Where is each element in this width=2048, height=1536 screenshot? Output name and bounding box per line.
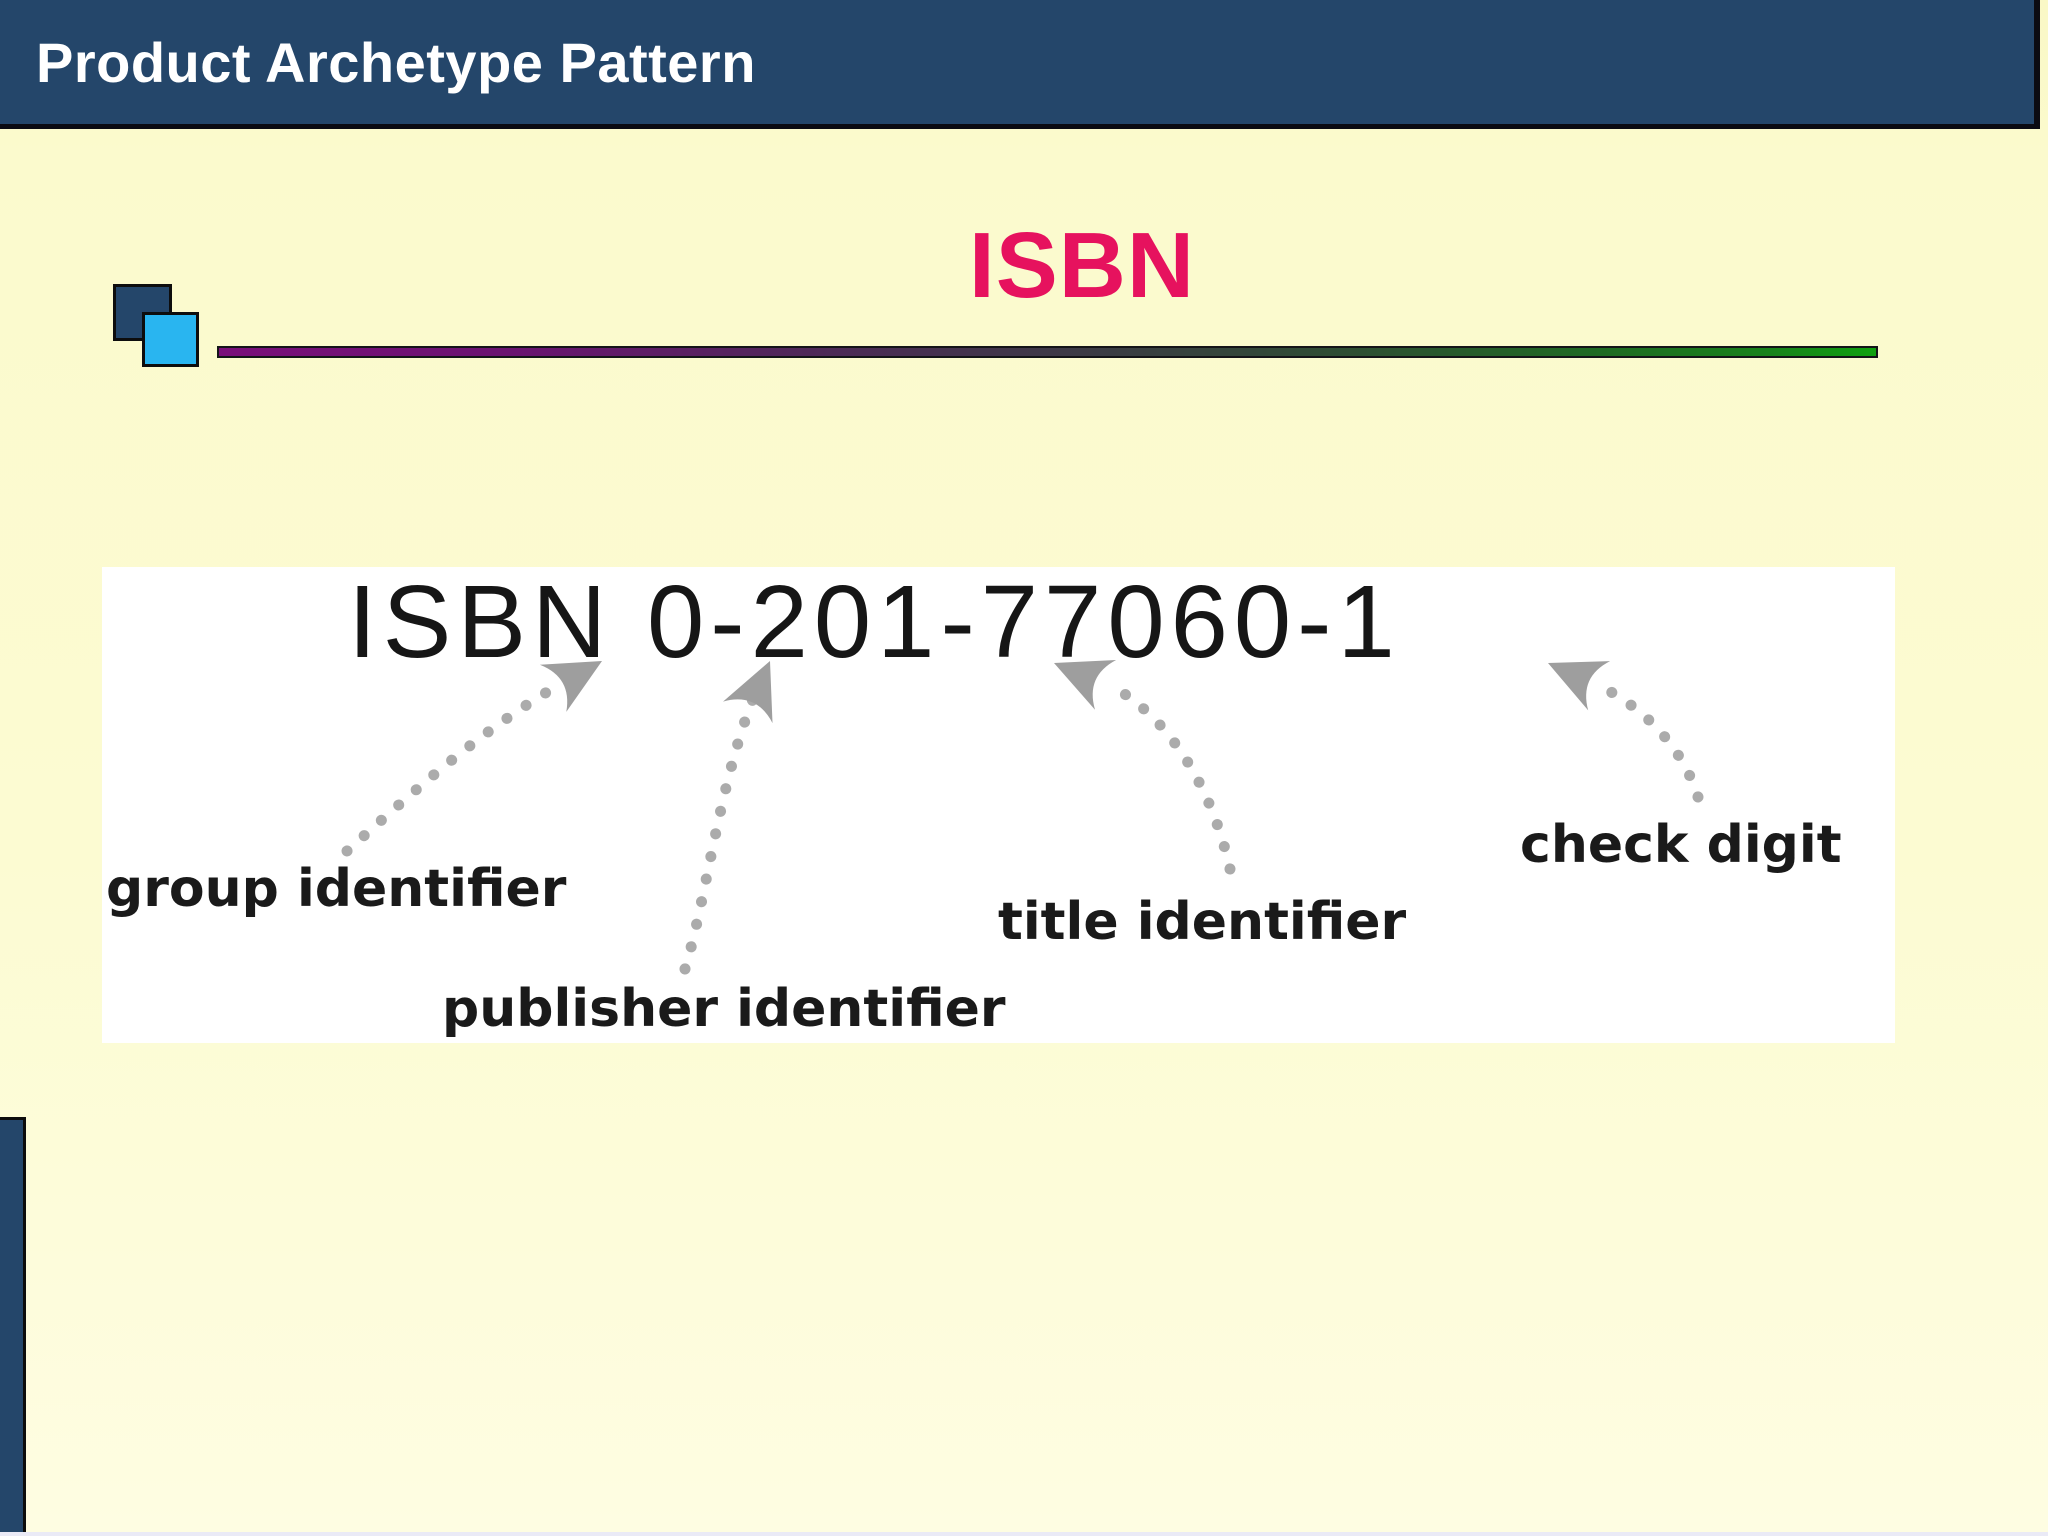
- slide-title: ISBN: [968, 213, 1196, 317]
- decor-square-cyan-icon: [142, 312, 199, 367]
- left-accent-bar: [0, 1117, 26, 1536]
- label-check-digit: check digit: [1520, 815, 1842, 875]
- title-divider-rule: [217, 346, 1878, 358]
- slide-header-bar: Product Archetype Pattern: [0, 0, 2040, 129]
- dotted-arrows-icon: [341, 660, 1704, 975]
- header-title: Product Archetype Pattern: [36, 30, 756, 94]
- label-title-identifier: title identifier: [998, 892, 1407, 952]
- label-group-identifier: group identifier: [106, 859, 567, 919]
- bottom-edge-strip: [0, 1532, 2048, 1536]
- isbn-diagram-image: ISBN 0-201-77060-1 group identifier publ…: [102, 564, 1895, 1043]
- isbn-number-text: ISBN 0-201-77060-1: [348, 564, 1401, 679]
- label-publisher-identifier: publisher identifier: [442, 979, 1006, 1039]
